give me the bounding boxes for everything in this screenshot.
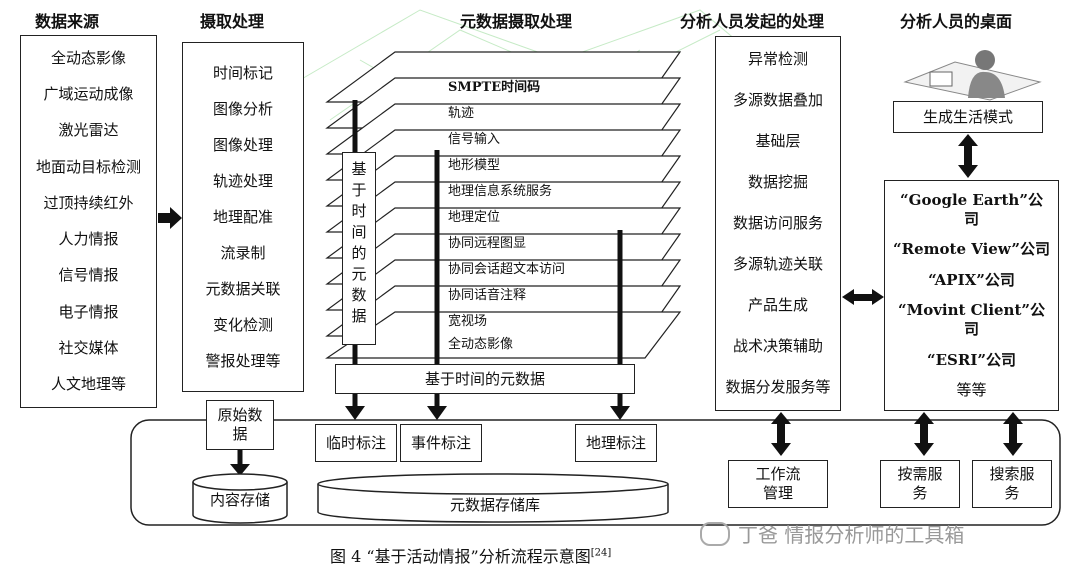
company-item: 等等: [956, 381, 986, 400]
vertical-char: 间: [343, 222, 375, 243]
vertical-char: 时: [343, 201, 375, 222]
ingest-item: 地理配准: [213, 208, 273, 227]
search-box: 搜索服务: [972, 460, 1052, 508]
company-item: “ESRI”公司: [927, 351, 1016, 370]
layer-label: SMPTE时间码: [448, 76, 540, 95]
geo-tag-box: 地理标注: [575, 424, 657, 462]
layer-label: 地形模型: [448, 154, 500, 173]
ingest-item: 元数据关联: [205, 280, 280, 299]
figure-caption: 图 4 “基于活动情报”分析流程示意图[24]: [330, 543, 611, 567]
ingest-item: 变化检测: [213, 316, 273, 335]
analyst-proc-item: 多源轨迹关联: [733, 255, 823, 274]
desktop-header: 分析人员的桌面: [900, 8, 1012, 32]
vertical-char: 数: [343, 285, 375, 306]
chat-icon: [700, 522, 730, 546]
company-item: “Remote View”公司: [893, 240, 1050, 259]
analyst-desk-icon: [905, 50, 1040, 100]
raw-data-box: 原始数据: [206, 400, 274, 450]
ingest-box: 时间标记 图像分析 图像处理 轨迹处理 地理配准 流录制 元数据关联 变化检测 …: [182, 42, 304, 392]
analyst-proc-item: 数据访问服务: [733, 214, 823, 233]
watermark: 丁爸 情报分析师的工具箱: [700, 519, 964, 548]
vertical-char: 的: [343, 243, 375, 264]
ingest-item: 流录制: [220, 244, 265, 263]
ingest-item: 警报处理等: [205, 352, 280, 371]
temp-tag-box: 临时标注: [315, 424, 397, 462]
vertical-char: 元: [343, 264, 375, 285]
analyst-proc-item: 数据挖掘: [748, 173, 808, 192]
source-item: 社交媒体: [58, 339, 118, 358]
analyst-proc-item: 异常检测: [748, 50, 808, 69]
layer-label: 地理定位: [448, 206, 500, 225]
sources-header: 数据来源: [35, 8, 99, 32]
event-tag-box: 事件标注: [400, 424, 482, 462]
source-item: 人力情报: [58, 230, 118, 249]
metadata-store-label: 元数据存储库: [400, 492, 590, 518]
source-item: 激光雷达: [58, 121, 118, 140]
companies-box: “Google Earth”公司 “Remote View”公司 “APIX”公…: [884, 180, 1059, 411]
analyst-proc-item: 基础层: [755, 132, 800, 151]
time-metadata-bar: 基于时间的元数据: [335, 364, 635, 394]
source-item: 地面动目标检测: [36, 158, 141, 177]
vertical-char: 据: [343, 306, 375, 327]
analyst-process-header: 分析人员发起的处理: [680, 8, 824, 32]
vertical-char: 于: [343, 180, 375, 201]
ingest-item: 轨迹处理: [213, 172, 273, 191]
watermark-text: 丁爸 情报分析师的工具箱: [738, 519, 964, 548]
ingest-header: 摄取处理: [200, 8, 264, 32]
caption-text: 图 4 “基于活动情报”分析流程示意图: [330, 547, 591, 566]
layer-label: 全动态影像: [448, 333, 513, 352]
layer-label: 协同远程图显: [448, 232, 526, 251]
company-item: “APIX”公司: [928, 271, 1015, 290]
analyst-proc-item: 战术决策辅助: [733, 337, 823, 356]
content-store-label: 内容存储: [195, 487, 285, 513]
source-item: 人文地理等: [51, 375, 126, 394]
workflow-box: 工作流管理: [728, 460, 828, 508]
vertical-char: 基: [343, 159, 375, 180]
source-item: 过顶持续红外: [43, 194, 133, 213]
life-mode-box: 生成生活模式: [893, 101, 1043, 133]
source-item: 电子情报: [58, 303, 118, 322]
ingest-item: 图像分析: [213, 100, 273, 119]
layer-label: 信号输入: [448, 128, 500, 147]
layer-label: 协同话音注释: [448, 284, 526, 303]
layer-label: 轨迹: [448, 102, 474, 121]
data-sources-box: 全动态影像 广域运动成像 激光雷达 地面动目标检测 过顶持续红外 人力情报 信号…: [20, 35, 157, 408]
analyst-proc-item: 数据分发服务等: [725, 378, 830, 397]
source-item: 信号情报: [58, 266, 118, 285]
ingest-item: 时间标记: [213, 64, 273, 83]
layer-label: 宽视场: [448, 310, 487, 329]
layer-label: 地理信息系统服务: [448, 180, 552, 199]
analyst-proc-item: 产品生成: [748, 296, 808, 315]
source-item: 广域运动成像: [43, 85, 133, 104]
analyst-process-box: 异常检测 多源数据叠加 基础层 数据挖掘 数据访问服务 多源轨迹关联 产品生成 …: [715, 36, 841, 411]
company-item: “Google Earth”公司: [893, 191, 1050, 229]
analyst-proc-item: 多源数据叠加: [733, 91, 823, 110]
company-item: “Movint Client”公司: [893, 301, 1050, 339]
metadata-header: 元数据摄取处理: [460, 8, 572, 32]
ingest-item: 图像处理: [213, 136, 273, 155]
source-item: 全动态影像: [51, 49, 126, 68]
time-metadata-vertical-box: 基 于 时 间 的 元 数 据: [342, 152, 376, 345]
caption-ref: [24]: [591, 548, 612, 559]
on-demand-box: 按需服务: [880, 460, 960, 508]
layer-label: 协同会话超文本访问: [448, 258, 565, 277]
